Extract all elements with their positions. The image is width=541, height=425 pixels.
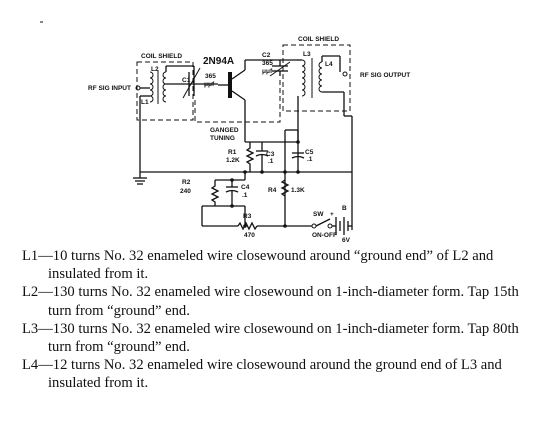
coil-shield-right-label: COIL SHIELD bbox=[298, 36, 339, 43]
note-l3: L3—130 turns No. 32 enameled wire closew… bbox=[22, 320, 519, 356]
label-c3: C3 bbox=[266, 151, 275, 158]
ganged-tuning-link bbox=[194, 80, 281, 123]
capacitor-c2 bbox=[269, 60, 291, 77]
switch-on-off bbox=[311, 218, 333, 229]
coil-shield-left-label: COIL SHIELD bbox=[141, 53, 182, 60]
label-r1-value: 1.2K bbox=[226, 157, 240, 164]
coil-shield-left bbox=[136, 61, 194, 121]
label-r1: R1 bbox=[228, 149, 237, 156]
label-c5-value: .1 bbox=[307, 156, 313, 163]
label-c1-value: 365 bbox=[205, 73, 216, 80]
label-r3-value: 470 bbox=[244, 232, 255, 239]
label-sw-on-off: ON-OFF bbox=[312, 232, 337, 239]
note-l4: L4—12 turns No. 32 enameled wire closewo… bbox=[22, 357, 502, 392]
coil-l1 bbox=[149, 71, 154, 103]
note-l1: L1—10 turns No. 32 enameled wire closewo… bbox=[22, 248, 494, 283]
rf-output-label: RF SIG OUTPUT bbox=[360, 72, 410, 79]
label-r2-value: 240 bbox=[180, 188, 191, 195]
label-c3-value: .1 bbox=[268, 158, 274, 165]
label-r3: R3 bbox=[243, 213, 252, 220]
label-c5: C5 bbox=[305, 149, 314, 156]
rf-input-label: RF SIG INPUT bbox=[88, 85, 131, 92]
transistor-label: 2N94A bbox=[203, 56, 234, 67]
label-battery: B bbox=[342, 205, 347, 212]
label-c4-value: .1 bbox=[242, 192, 248, 199]
resistor-r3 bbox=[237, 221, 258, 231]
label-c1: C1 bbox=[182, 77, 191, 84]
label-c4: C4 bbox=[241, 184, 250, 191]
schematic-diagram: COIL SHIELD L1 L2 C1 365 μμf RF SIG INPU… bbox=[40, 21, 410, 244]
label-battery-value: 6V bbox=[342, 237, 351, 244]
label-l4: L4 bbox=[325, 61, 333, 68]
battery-b bbox=[335, 217, 349, 235]
coil-shield-right bbox=[282, 44, 351, 112]
coil-l4 bbox=[318, 61, 323, 93]
capacitor-c3 bbox=[255, 142, 269, 172]
label-l3: L3 bbox=[303, 51, 311, 58]
rf-output-terminal bbox=[342, 71, 348, 77]
note-l2: L2—130 turns No. 32 enameled wire closew… bbox=[22, 284, 519, 319]
label-r4: R4 bbox=[268, 187, 277, 194]
label-l1: L1 bbox=[141, 99, 149, 106]
ganged-label-1: GANGED bbox=[210, 127, 239, 134]
ground-symbol bbox=[133, 172, 147, 185]
resistor-r4 bbox=[280, 179, 290, 197]
label-c2-value: 365 bbox=[262, 60, 273, 67]
coil-winding-notes: L1—10 turns No. 32 enameled wire closewo… bbox=[22, 247, 527, 393]
label-r4-value: 1.3K bbox=[291, 187, 305, 194]
label-battery-plus: + bbox=[330, 211, 334, 218]
resistor-r1 bbox=[245, 142, 255, 172]
capacitor-c4 bbox=[225, 180, 239, 206]
capacitor-c5 bbox=[291, 152, 305, 159]
ganged-label-2: TUNING bbox=[210, 135, 235, 142]
label-l2: L2 bbox=[151, 66, 159, 73]
label-c2: C2 bbox=[262, 52, 271, 59]
transistor-2n94a bbox=[218, 69, 246, 101]
coil-l2 bbox=[157, 70, 167, 104]
label-r2: R2 bbox=[182, 179, 191, 186]
coil-l3 bbox=[301, 58, 313, 98]
label-sw: SW bbox=[313, 211, 324, 218]
resistor-r2 bbox=[210, 180, 220, 206]
label-c2-unit: μμf bbox=[262, 68, 273, 75]
